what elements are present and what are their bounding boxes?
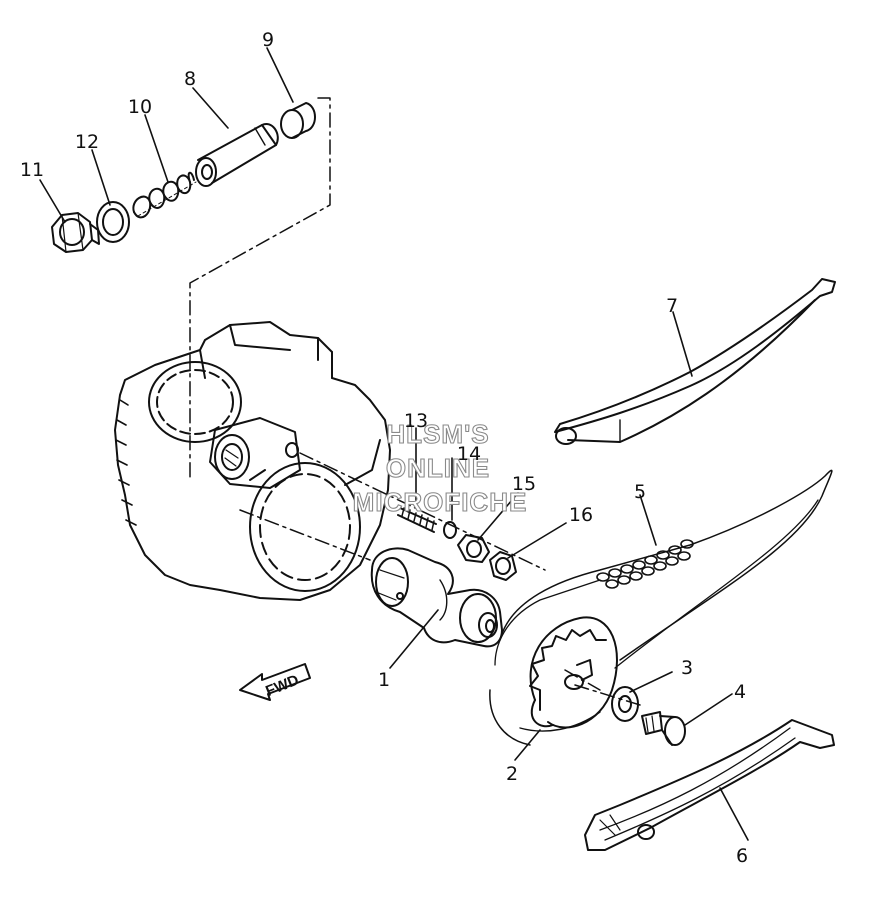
part-12-washer bbox=[96, 201, 130, 243]
callout-4: 4 bbox=[734, 681, 746, 703]
forward-label: FWD bbox=[263, 671, 301, 700]
part-14-o-ring bbox=[443, 521, 457, 539]
callout-3: 3 bbox=[681, 657, 693, 679]
part-5-cam-chain bbox=[489, 469, 833, 746]
callout-13: 13 bbox=[404, 410, 428, 432]
part-13-stud bbox=[397, 507, 437, 533]
callout-1: 1 bbox=[378, 669, 390, 691]
forward-arrow bbox=[239, 663, 311, 701]
callout-6: 6 bbox=[736, 845, 748, 867]
callout-10: 10 bbox=[128, 96, 152, 118]
callout-2: 2 bbox=[506, 763, 518, 785]
part-6-chain-guide bbox=[584, 719, 835, 851]
callout-11: 11 bbox=[20, 159, 44, 181]
part-8-tensioner-rod bbox=[195, 122, 279, 187]
part-10-spring bbox=[132, 171, 197, 219]
callout-14: 14 bbox=[457, 443, 481, 465]
part-7-chain-guide bbox=[554, 278, 836, 445]
callout-8: 8 bbox=[184, 68, 196, 90]
leader-lines bbox=[39, 47, 749, 841]
callout-5: 5 bbox=[634, 481, 646, 503]
watermark-line-3: MICROFICHE bbox=[353, 487, 528, 517]
alignment-lines bbox=[189, 97, 641, 706]
part-16-cap bbox=[489, 551, 517, 581]
callout-15: 15 bbox=[512, 473, 536, 495]
part-2-cam-sprocket bbox=[519, 616, 618, 732]
part-15-nut bbox=[457, 534, 490, 563]
part-1-camshaft bbox=[370, 547, 503, 648]
part-3-washer bbox=[611, 686, 639, 722]
callout-7: 7 bbox=[666, 295, 678, 317]
part-9-cap bbox=[280, 102, 316, 139]
watermark: HLSM'S ONLINE MICROFICHE bbox=[352, 418, 528, 517]
part-4-bolt bbox=[641, 711, 686, 746]
callout-12: 12 bbox=[75, 131, 99, 153]
cylinder-head-body bbox=[114, 321, 391, 601]
callout-numbers: 1 2 3 4 5 6 7 8 9 10 11 12 13 14 15 16 bbox=[20, 29, 748, 867]
part-11-cap-bolt bbox=[51, 212, 100, 253]
callout-16: 16 bbox=[569, 504, 593, 526]
callout-9: 9 bbox=[262, 29, 274, 51]
watermark-line-1: HLSM'S bbox=[386, 419, 489, 449]
watermark-line-2: ONLINE bbox=[386, 453, 490, 483]
